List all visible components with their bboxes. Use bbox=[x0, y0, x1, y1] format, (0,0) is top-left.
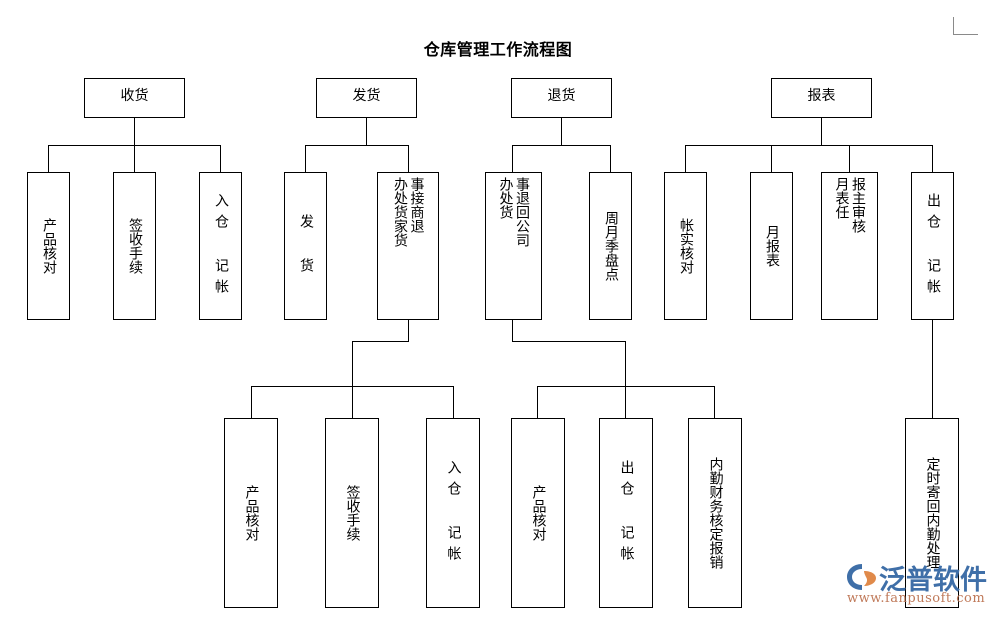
connector-ship-gc-riser bbox=[352, 341, 353, 386]
node-return-child-1[interactable]: 事退回公司 办处货 bbox=[485, 172, 542, 320]
node-return-label: 退货 bbox=[547, 88, 576, 104]
connector-return-gc-jog bbox=[512, 341, 626, 342]
connector-receive-drop-1 bbox=[48, 145, 49, 172]
node-return-grandchild-1[interactable]: 产品核对 bbox=[511, 418, 565, 608]
connector-ship-bus bbox=[305, 145, 409, 146]
node-receive-child-1-label: 产品核对 bbox=[41, 218, 58, 274]
connector-return-drop-2 bbox=[610, 145, 611, 172]
node-receive-label: 收货 bbox=[120, 88, 149, 104]
node-ship-child-1[interactable]: 发 货 bbox=[284, 172, 327, 320]
node-ship-grandchild-3-label: 入仓 记帐 bbox=[445, 459, 462, 567]
node-return[interactable]: 退货 bbox=[511, 78, 612, 118]
node-receive-child-3[interactable]: 入仓 记帐 bbox=[199, 172, 242, 320]
connector-return-bus bbox=[512, 145, 611, 146]
node-ship-child-2-label-right: 事接商退 bbox=[408, 177, 425, 233]
node-ship-grandchild-1[interactable]: 产品核对 bbox=[224, 418, 278, 608]
node-report-label: 报表 bbox=[807, 88, 836, 104]
node-ship-label: 发货 bbox=[352, 88, 381, 104]
connector-report-drop-3 bbox=[849, 145, 850, 172]
node-report-child-2-label: 月报表 bbox=[764, 225, 781, 267]
node-report[interactable]: 报表 bbox=[771, 78, 872, 118]
node-report-child-1-label: 帐实核对 bbox=[678, 218, 695, 274]
node-report-child-2[interactable]: 月报表 bbox=[750, 172, 793, 320]
node-return-child-2[interactable]: 周月季盘点 bbox=[589, 172, 632, 320]
node-return-child-1-label-right: 事退回公司 bbox=[514, 177, 531, 247]
connector-return-drop-1 bbox=[512, 145, 513, 172]
connector-return-gc-drop-2 bbox=[625, 386, 626, 418]
node-ship[interactable]: 发货 bbox=[316, 78, 417, 118]
connector-ship-gc-drop-1 bbox=[251, 386, 252, 418]
page-title: 仓库管理工作流程图 bbox=[423, 40, 573, 59]
node-ship-grandchild-1-label: 产品核对 bbox=[243, 485, 260, 541]
node-receive[interactable]: 收货 bbox=[84, 78, 185, 118]
connector-ship-gc-jog bbox=[352, 341, 409, 342]
node-return-grandchild-1-label: 产品核对 bbox=[530, 485, 547, 541]
connector-ship-drop-2 bbox=[408, 145, 409, 172]
connector-ship-stem bbox=[366, 118, 367, 145]
connector-report-bus bbox=[685, 145, 933, 146]
connector-report-drop-2 bbox=[771, 145, 772, 172]
node-receive-child-2-label: 签收手续 bbox=[127, 218, 144, 274]
node-return-grandchild-3-label: 内勤财务核定报销 bbox=[707, 457, 724, 569]
node-ship-child-1-label: 发 货 bbox=[298, 213, 315, 279]
connector-return-stem bbox=[561, 118, 562, 145]
connector-return-gc-bus bbox=[537, 386, 715, 387]
connector-ship-gc-drop-2 bbox=[352, 386, 353, 418]
connector-ship-gc-stem bbox=[408, 320, 409, 342]
node-return-grandchild-2[interactable]: 出仓 记帐 bbox=[599, 418, 653, 608]
connector-return-gc-drop-3 bbox=[714, 386, 715, 418]
node-report-child-3-label-left: 月表任 bbox=[833, 177, 850, 219]
connector-report-drop-4 bbox=[932, 145, 933, 172]
node-report-child-3-label-right: 报主审核 bbox=[850, 177, 867, 233]
node-report-child-1[interactable]: 帐实核对 bbox=[664, 172, 707, 320]
node-ship-child-2-label-left: 办处货家货 bbox=[392, 177, 408, 247]
node-return-child-1-label-left: 办处货 bbox=[497, 177, 514, 219]
node-report-grandchild-1[interactable]: 定时寄回内勤处理 bbox=[905, 418, 959, 608]
node-report-child-3[interactable]: 报主审核 月表任 bbox=[821, 172, 878, 320]
connector-return-gc-drop-1 bbox=[537, 386, 538, 418]
node-receive-child-3-label: 入仓 记帐 bbox=[213, 192, 230, 300]
page-corner-mark bbox=[953, 17, 978, 35]
connector-ship-drop-1 bbox=[305, 145, 306, 172]
node-receive-child-2[interactable]: 签收手续 bbox=[113, 172, 156, 320]
fanpu-logo-icon bbox=[847, 564, 876, 590]
node-return-child-2-label: 周月季盘点 bbox=[603, 211, 620, 281]
connector-return-gc-riser bbox=[625, 341, 626, 386]
connector-ship-gc-drop-3 bbox=[453, 386, 454, 418]
node-report-grandchild-1-label: 定时寄回内勤处理 bbox=[924, 457, 941, 569]
connector-receive-stem bbox=[134, 118, 135, 145]
connector-report-stem bbox=[821, 118, 822, 145]
node-return-grandchild-3[interactable]: 内勤财务核定报销 bbox=[688, 418, 742, 608]
node-receive-child-1[interactable]: 产品核对 bbox=[27, 172, 70, 320]
node-ship-child-2[interactable]: 事接商退 办处货家货 bbox=[377, 172, 439, 320]
node-ship-grandchild-2-label: 签收手续 bbox=[344, 485, 361, 541]
node-report-child-4[interactable]: 出仓 记帐 bbox=[911, 172, 954, 320]
connector-report-drop-1 bbox=[685, 145, 686, 172]
connector-receive-drop-3 bbox=[220, 145, 221, 172]
node-return-grandchild-2-label: 出仓 记帐 bbox=[618, 459, 635, 567]
node-report-child-4-label: 出仓 记帐 bbox=[925, 192, 942, 300]
connector-report-gc-stem bbox=[932, 320, 933, 418]
connector-receive-drop-2 bbox=[134, 145, 135, 172]
node-ship-grandchild-2[interactable]: 签收手续 bbox=[325, 418, 379, 608]
node-ship-grandchild-3[interactable]: 入仓 记帐 bbox=[426, 418, 480, 608]
connector-return-gc-stem bbox=[512, 320, 513, 342]
